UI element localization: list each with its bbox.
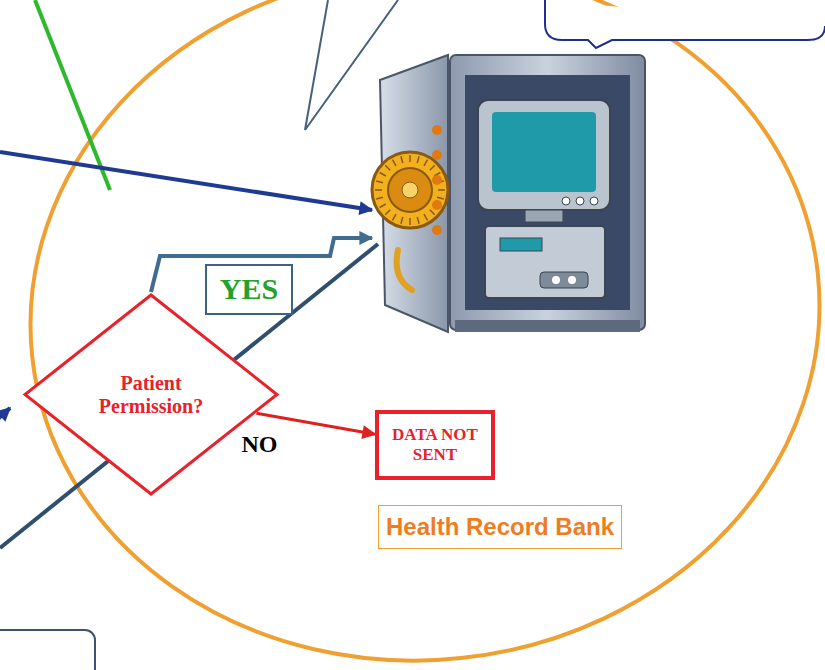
dial-tick <box>430 165 435 170</box>
dial-tick <box>393 214 397 220</box>
dial-tick <box>409 218 411 225</box>
door-bolt <box>432 225 442 235</box>
dial-tick <box>380 173 386 177</box>
dial-tick <box>376 181 383 183</box>
diamond-shape <box>25 295 277 494</box>
dial-tick <box>438 189 445 191</box>
callout-bubble <box>545 0 825 48</box>
dial-tick <box>401 156 403 163</box>
region-title-box: Health Record Bank <box>378 505 622 549</box>
node-text: Patient Permission? <box>86 372 216 418</box>
decision-diamond: Patient Permission? <box>22 292 280 497</box>
dial-tick <box>430 210 435 215</box>
result-box: DATA NOT SENT <box>375 410 495 480</box>
door-bolt <box>432 125 442 135</box>
safe-base <box>455 320 640 332</box>
safe-illustration <box>372 55 645 332</box>
dial-tick <box>424 214 428 220</box>
dial-tick <box>393 160 397 166</box>
dial-tick <box>424 160 428 166</box>
case-button <box>568 276 576 284</box>
door-handle <box>397 250 412 290</box>
data-arrow <box>0 408 10 428</box>
edge-label: NO <box>238 431 280 457</box>
door-bolt <box>432 200 442 210</box>
monitor-button <box>576 197 584 205</box>
dial-tick <box>417 156 419 163</box>
node-text: YES <box>220 272 278 307</box>
case-display <box>500 238 542 251</box>
dial-tick <box>375 189 382 191</box>
dial-tick <box>401 217 403 224</box>
dial-tick <box>417 217 419 224</box>
door-bolt <box>432 175 442 185</box>
dial-tick <box>437 197 444 199</box>
data-arrow <box>0 152 372 210</box>
dial-knob <box>402 182 418 198</box>
monitor-button <box>562 197 570 205</box>
dial-tick <box>385 165 390 170</box>
partial-box <box>0 630 95 670</box>
monitor-stand <box>525 210 563 222</box>
node-text: Health Record Bank <box>386 513 614 541</box>
answer-box: YES <box>205 264 293 315</box>
data-line <box>0 244 378 548</box>
case-drive <box>540 272 588 288</box>
monitor-button <box>590 197 598 205</box>
case-button <box>552 276 560 284</box>
monitor <box>478 100 610 210</box>
computer-case <box>485 226 605 298</box>
safe-body <box>450 55 645 330</box>
dial-inner <box>388 168 432 212</box>
dial <box>372 152 448 228</box>
door-bolt <box>432 150 442 160</box>
dial-ticks <box>375 155 445 225</box>
dial-tick <box>380 204 386 208</box>
dial-tick <box>385 210 390 215</box>
node-text: DATA NOT SENT <box>385 425 485 464</box>
dial-tick <box>409 155 411 162</box>
monitor-screen <box>492 112 596 192</box>
dial-tick <box>376 197 383 199</box>
safe-interior <box>465 75 630 310</box>
